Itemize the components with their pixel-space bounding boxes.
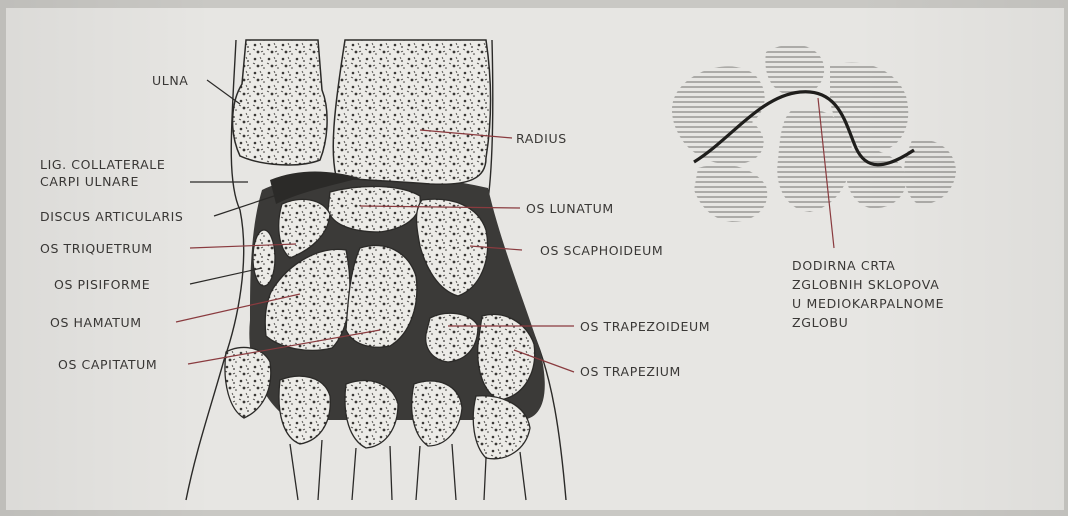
- label-lig-collaterale-line1: LIG. COLLATERALE: [40, 156, 165, 174]
- label-ulna: ULNA: [152, 72, 188, 90]
- metacarpal-2: [345, 381, 398, 448]
- label-discus-articularis: DISCUS ARTICULARIS: [40, 208, 183, 226]
- label-os-trapezium: OS TRAPEZIUM: [580, 363, 681, 381]
- mediocarpal-schematic: [672, 44, 956, 248]
- label-radius: RADIUS: [516, 130, 567, 148]
- label-os-capitatum: OS CAPITATUM: [58, 356, 157, 374]
- schematic-blob-5: [694, 165, 767, 222]
- lower-bone-left: [225, 347, 271, 418]
- leader-ulna: [207, 80, 240, 104]
- schematic-caption: DODIRNA CRTA ZGLOBNIH SKLOPOVA U MEDIOKA…: [792, 256, 944, 332]
- wrist-drawing: [186, 40, 566, 500]
- metacarpal-3: [412, 381, 462, 446]
- caption-line-3: U MEDIOKARPALNOME: [792, 294, 944, 313]
- caption-line-1: DODIRNA CRTA: [792, 256, 944, 275]
- schematic-blob-4: [777, 109, 852, 212]
- schematic-blob-2: [765, 44, 824, 96]
- label-os-triquetrum: OS TRIQUETRUM: [40, 240, 153, 258]
- caption-line-2: ZGLOBNIH SKLOPOVA: [792, 275, 944, 294]
- caption-line-4: ZGLOBU: [792, 313, 944, 332]
- ulna-bone: [233, 40, 327, 165]
- schematic-blob-7: [904, 139, 956, 204]
- metacarpal-1: [279, 376, 330, 444]
- label-os-scaphoideum: OS SCAPHOIDEUM: [540, 242, 663, 260]
- label-os-trapezoideum: OS TRAPEZOIDEUM: [580, 318, 710, 336]
- label-lig-collaterale-line2: CARPI ULNARE: [40, 173, 139, 191]
- radius-bone: [333, 40, 490, 184]
- pisiforme-bone: [253, 230, 275, 286]
- label-os-pisiforme: OS PISIFORME: [54, 276, 150, 294]
- label-os-hamatum: OS HAMATUM: [50, 314, 142, 332]
- label-os-lunatum: OS LUNATUM: [526, 200, 614, 218]
